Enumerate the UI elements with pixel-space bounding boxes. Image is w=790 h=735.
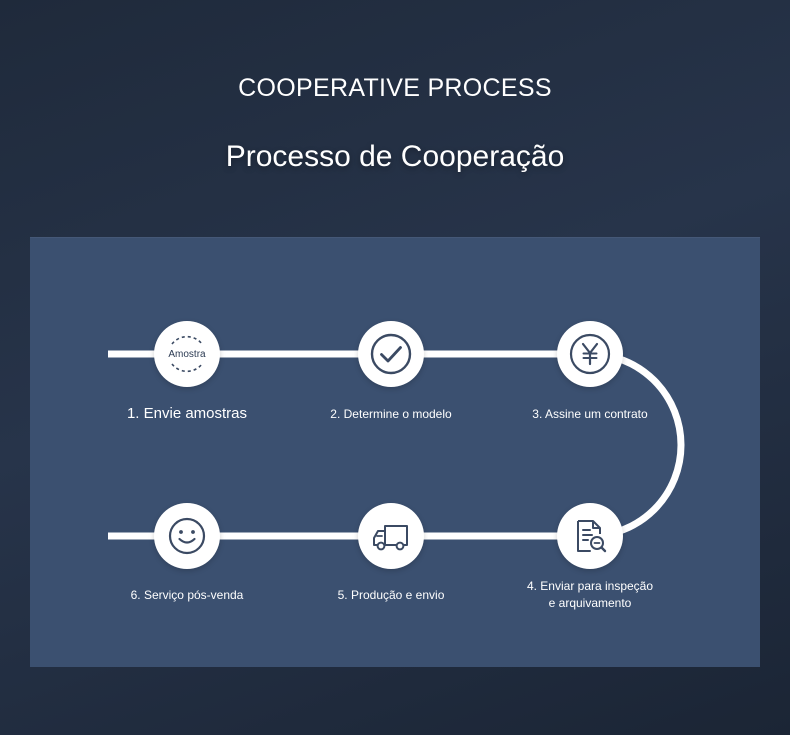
yen-circle-icon <box>569 333 611 375</box>
step-4-label-line2: e arquivamento <box>548 596 632 610</box>
step-2-label: 2. Determine o modelo <box>330 407 452 421</box>
process-panel: Amostra 1. Envie amostras 2. Determine o… <box>30 237 760 667</box>
step-4-label-line1: 4. Enviar para inspeção <box>526 579 654 593</box>
step-5-node <box>358 503 424 569</box>
smile-icon <box>168 517 206 555</box>
sample-icon-text: Amostra <box>168 348 206 360</box>
document-search-icon <box>577 520 607 553</box>
step-3-label: 3. Assine um contrato <box>532 407 648 421</box>
header-title-en: COOPERATIVE PROCESS <box>238 74 552 102</box>
step-6-node <box>154 503 220 569</box>
step-1-label: 1. Envie amostras <box>126 405 248 422</box>
truck-icon <box>373 525 408 551</box>
step-6-label: 6. Serviço pós-venda <box>130 588 244 602</box>
step-3-node <box>557 321 623 387</box>
step-4-node <box>557 503 623 569</box>
step-4-label: 4. Enviar para inspeção e arquivamento <box>490 578 690 612</box>
step-5-label: 5. Produção e envio <box>337 588 445 602</box>
process-track <box>108 350 685 540</box>
header-title-pt: Processo de Cooperação <box>225 140 565 173</box>
sample-icon: Amostra <box>162 329 212 379</box>
step-1-node: Amostra <box>154 321 220 387</box>
step-2-node <box>358 321 424 387</box>
check-circle-icon <box>370 333 412 375</box>
